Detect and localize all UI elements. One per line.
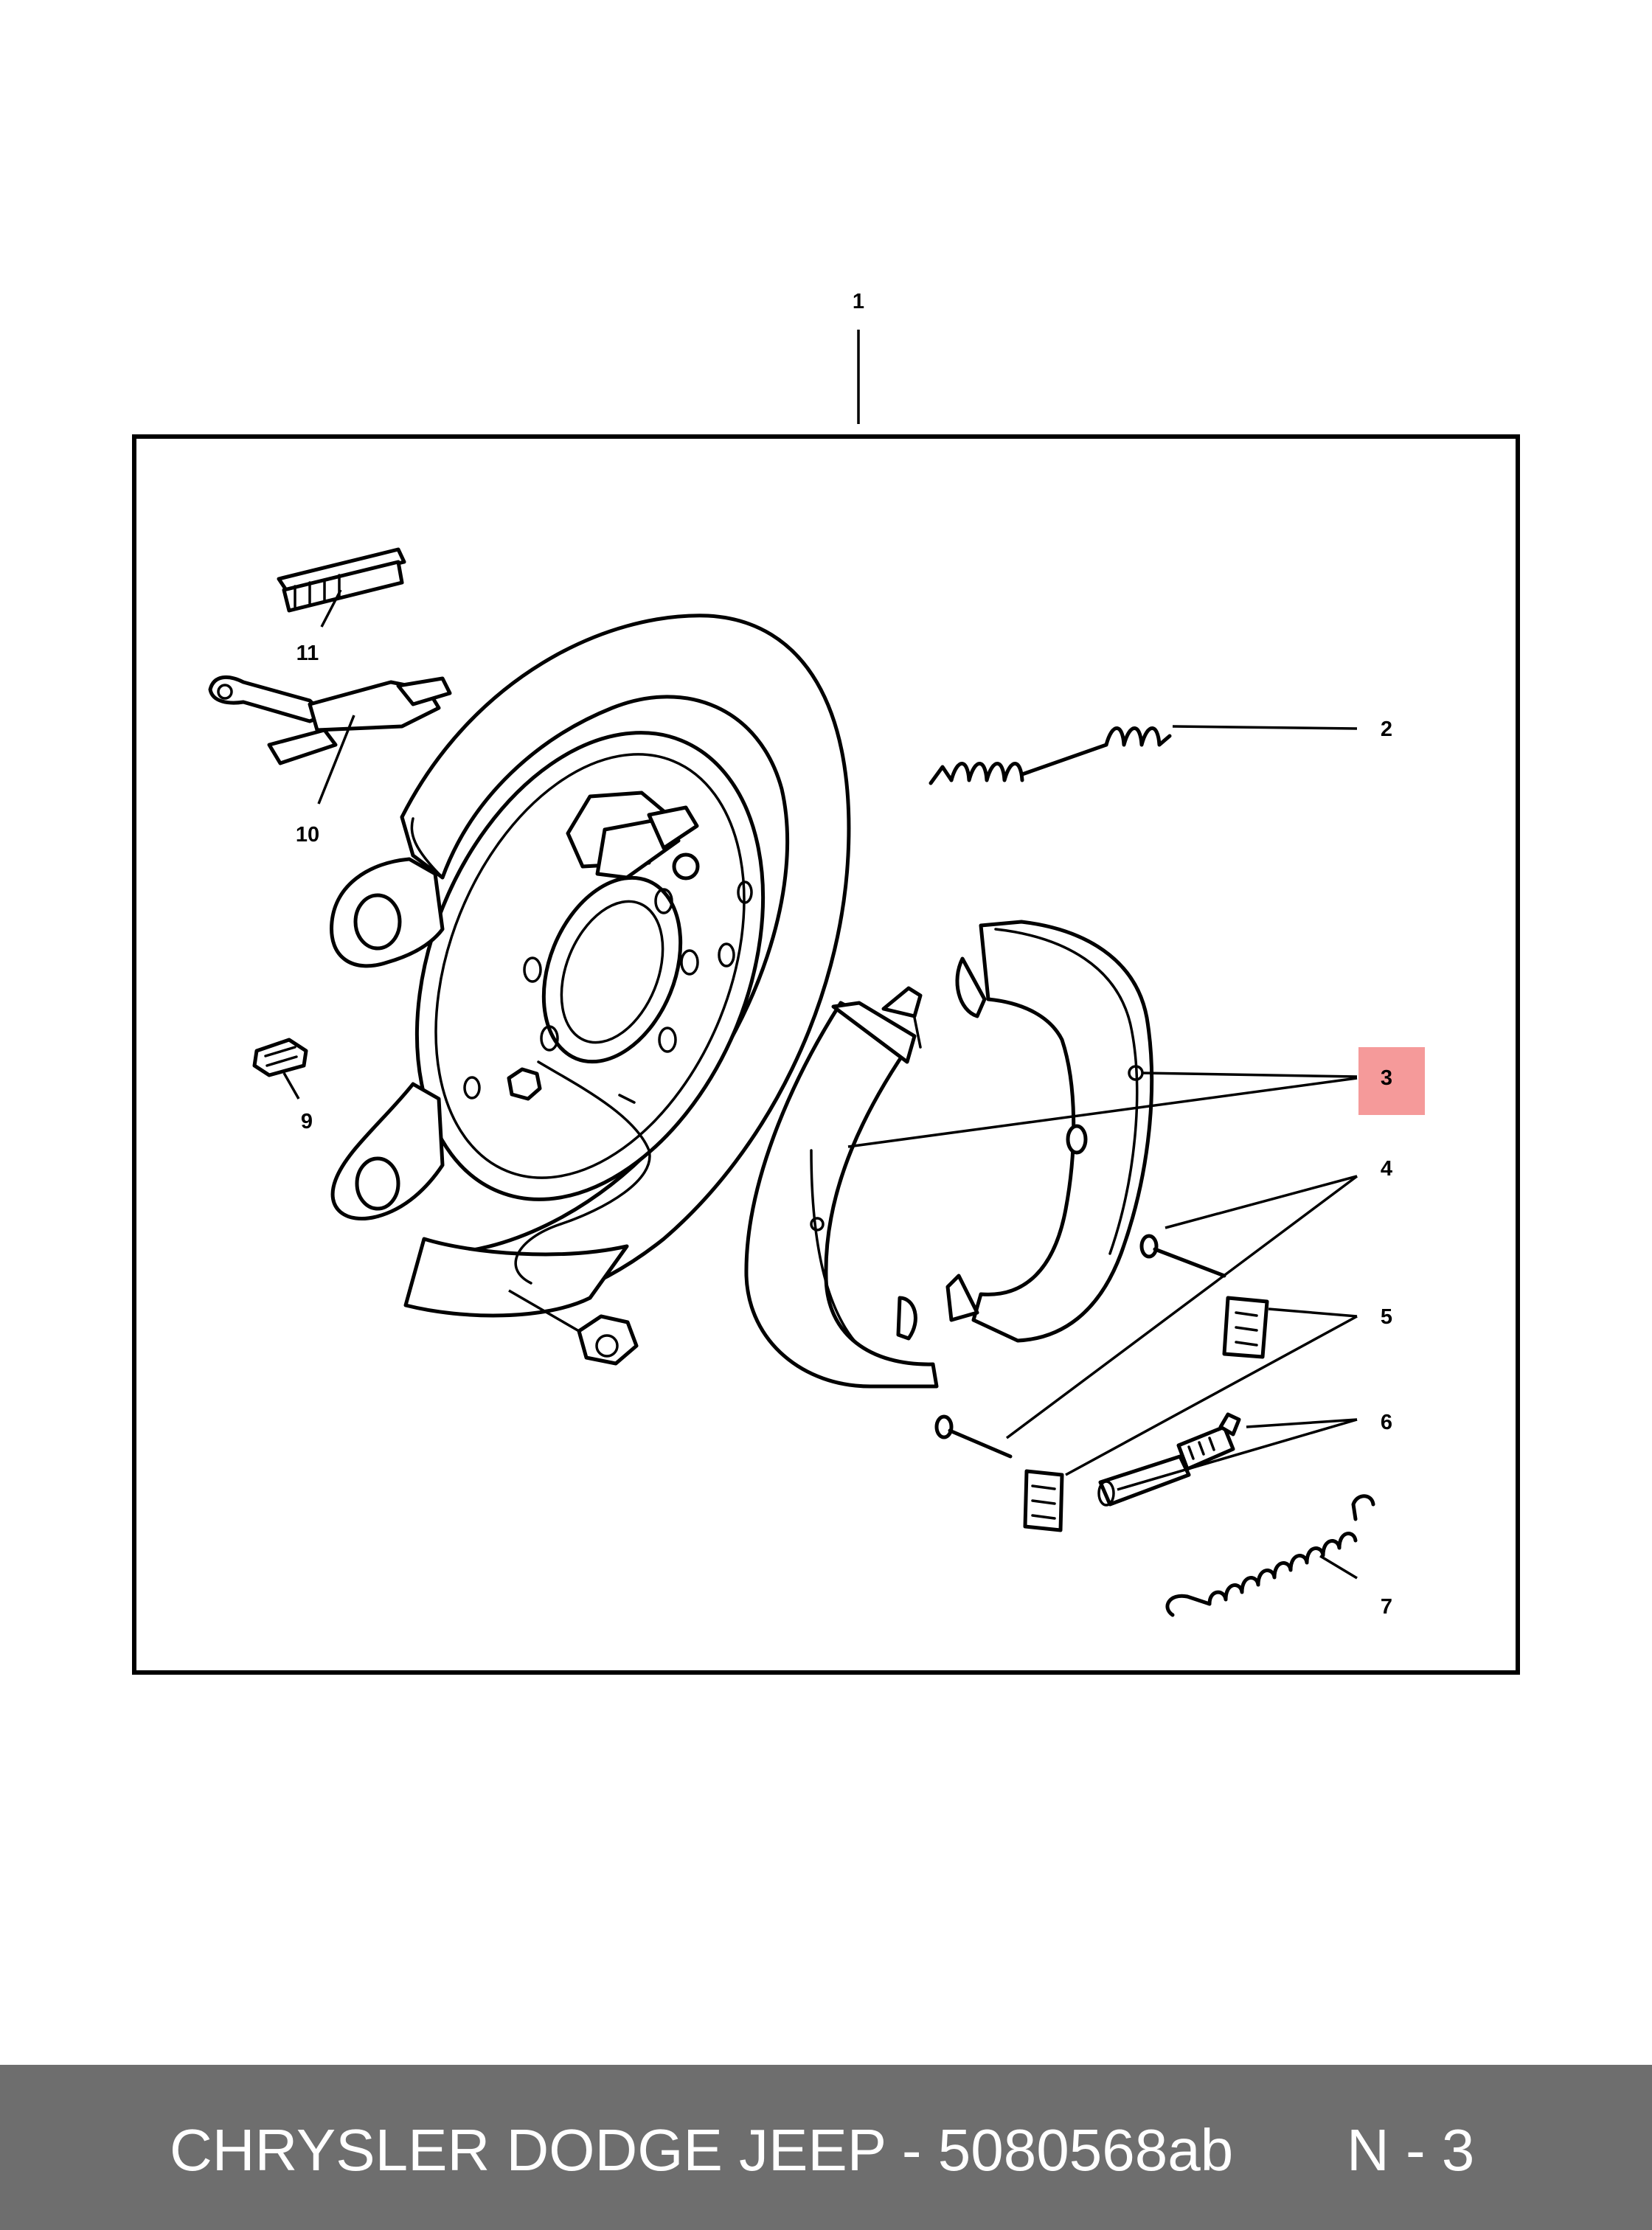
retainer-clip: [252, 1038, 308, 1100]
callout-5: 5: [1381, 1305, 1392, 1329]
parking-brake-lever: [208, 675, 452, 805]
backing-plate: [330, 614, 851, 1318]
callout-2: 2: [1381, 718, 1392, 741]
anti-rattle-shim: [277, 547, 406, 628]
highlight-box-3: [1358, 1047, 1425, 1115]
brake-shoe-rear: [945, 920, 1154, 1343]
leader-2: [1172, 725, 1358, 730]
brake-shoe-front: [744, 986, 939, 1389]
callout-1: 1: [853, 290, 864, 313]
lower-return-spring: [1165, 1494, 1375, 1617]
callout-9: 9: [301, 1110, 313, 1133]
callout-10: 10: [296, 823, 319, 847]
hold-down-clips: [1023, 1296, 1269, 1532]
callout-4: 4: [1381, 1157, 1392, 1181]
exploded-parts-diagram: 1 2 3 4 5 6 7 9 10 11: [132, 290, 1520, 1675]
footer-bar: CHRYSLER DODGE JEEP - 5080568ab N - 3: [0, 2065, 1652, 2230]
leader-lines: [847, 1071, 1358, 1580]
callout-3: 3: [1381, 1066, 1392, 1090]
leader-9: [282, 1072, 300, 1100]
footer-page-label: N - 3: [1347, 2117, 1475, 2183]
footer-part-title: CHRYSLER DODGE JEEP - 5080568ab: [170, 2117, 1234, 2183]
assembly-frame: [132, 434, 1520, 1675]
mounting-nut: [508, 1289, 639, 1366]
callout-11: 11: [296, 642, 319, 665]
callout-6: 6: [1381, 1411, 1392, 1434]
leader-10: [317, 715, 355, 805]
leader-11: [320, 589, 342, 628]
hold-down-pins: [934, 1234, 1226, 1459]
upper-return-spring: [929, 725, 1358, 785]
callout-7: 7: [1381, 1595, 1392, 1619]
